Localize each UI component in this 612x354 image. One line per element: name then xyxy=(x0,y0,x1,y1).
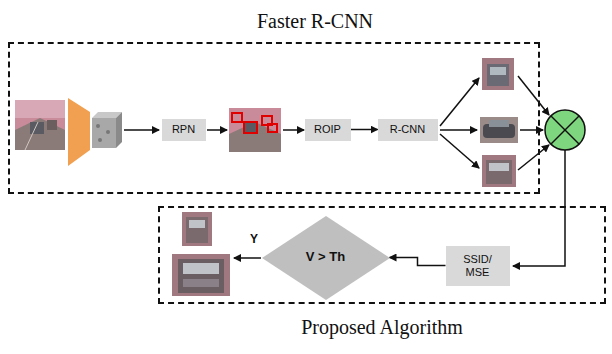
arrow xyxy=(440,134,479,168)
proposal-image xyxy=(229,108,281,152)
output-crop xyxy=(182,212,212,246)
arrow xyxy=(440,129,477,131)
node-label: ROIP xyxy=(314,123,341,136)
arrow xyxy=(234,257,261,259)
arrow xyxy=(207,129,227,131)
process-box: RPN xyxy=(162,119,206,141)
stage-title: Faster R-CNN xyxy=(10,10,538,33)
decision-diamond: V > Th xyxy=(262,216,390,300)
process-box: R-CNN xyxy=(378,119,438,141)
arrow xyxy=(124,129,159,131)
node-label: R-CNN xyxy=(390,123,425,136)
detected-crop xyxy=(482,155,516,187)
arrow xyxy=(283,129,304,131)
diamond-shape xyxy=(262,216,390,300)
cnn-block xyxy=(68,98,90,166)
stage-frame: Faster R-CNNRPNROIPR-CNN xyxy=(8,42,540,194)
arrow xyxy=(518,76,549,115)
process-box: ROIP xyxy=(305,119,351,141)
stage-title: Proposed Algorithm xyxy=(160,316,604,339)
feature-cube xyxy=(92,112,122,148)
node-label: RPN xyxy=(172,123,195,136)
connector-arrow xyxy=(351,129,378,131)
branch-label: Y xyxy=(250,232,258,246)
arrow xyxy=(440,78,479,126)
detected-crop xyxy=(482,58,514,90)
node-label: V > Th xyxy=(306,250,345,265)
process-box: SSID/ MSE xyxy=(446,246,510,286)
detected-crop xyxy=(480,117,518,143)
multiply-circle xyxy=(545,110,585,150)
input-image xyxy=(15,100,65,150)
output-crop xyxy=(172,254,230,296)
connector-arrow xyxy=(390,258,446,266)
node-label: SSID/ MSE xyxy=(458,253,498,278)
stage-frame: Proposed AlgorithmSSID/ MSEV > Th xyxy=(158,206,606,304)
arrow xyxy=(518,145,549,170)
